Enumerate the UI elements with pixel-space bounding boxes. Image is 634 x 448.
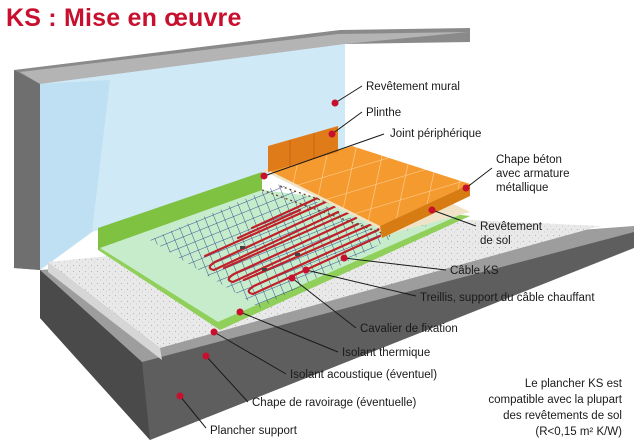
label-chape-ravoirage: Chape de ravoirage (éventuelle) [252, 397, 417, 409]
marker-isolant-acoustique [210, 328, 218, 336]
label-isolant-acoustique: Isolant acoustique (éventuel) [290, 369, 438, 381]
wall-covering [40, 44, 345, 270]
label-plinthe: Plinthe [366, 107, 402, 119]
label-isolant-thermique: Isolant thermique [342, 347, 431, 359]
cable-clips [240, 246, 300, 271]
plinth-orange [268, 126, 338, 172]
compatibility-note: Le plancher KS est compatible avec la pl… [488, 378, 622, 438]
marker-revetement-sol [428, 206, 436, 214]
marker-cavalier [288, 274, 296, 282]
plinth-green [98, 172, 262, 250]
label-revetement-sol: Revêtement de sol [480, 221, 543, 247]
leader-lines [176, 85, 493, 429]
marker-joint [260, 172, 268, 180]
marker-isolant-thermique [236, 308, 244, 316]
marker-plinthe [328, 130, 336, 138]
marker-plancher [176, 392, 184, 400]
marker-revetement-mural [331, 99, 339, 107]
label-cavalier: Cavalier de fixation [360, 323, 458, 335]
marker-cable [340, 254, 348, 262]
label-chape-beton: Chape béton avec armature métallique [496, 154, 570, 194]
wall-structure [14, 28, 470, 270]
label-cable-ks: Câble KS [450, 265, 499, 277]
marker-chape [462, 184, 470, 192]
marker-chape-ravoirage [202, 352, 210, 360]
label-revetement-mural: Revêtement mural [366, 81, 460, 93]
marker-treillis [302, 266, 310, 274]
label-plancher-support: Plancher support [210, 425, 297, 437]
floor-tiles [268, 146, 470, 226]
label-joint-peripherique: Joint périphérique [390, 128, 482, 140]
label-treillis: Treillis, support du câble chauffant [420, 292, 595, 304]
page-title: KS : Mise en œuvre [6, 4, 242, 32]
